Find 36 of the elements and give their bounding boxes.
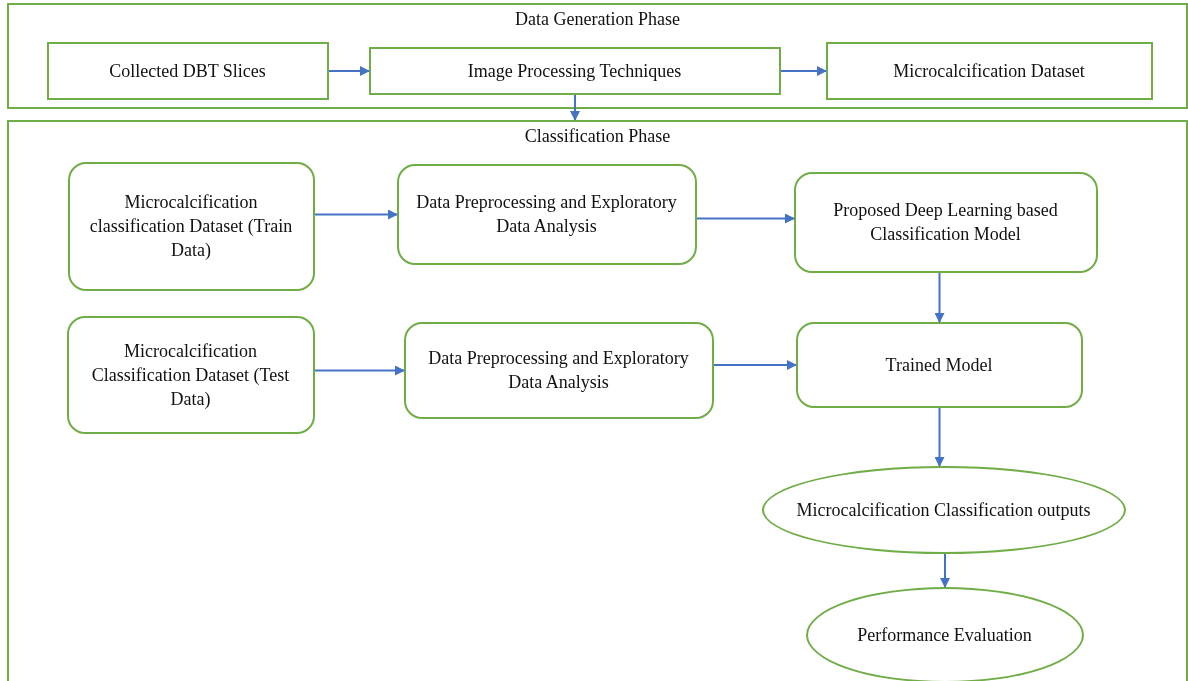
arrow bbox=[934, 407, 945, 467]
phase-title: Classification Phase bbox=[523, 125, 672, 148]
output-ellipse bbox=[805, 586, 1084, 681]
box-label: Trained Model bbox=[884, 353, 994, 377]
arrow bbox=[934, 272, 945, 323]
arrow bbox=[314, 209, 398, 220]
arrow bbox=[570, 94, 580, 121]
box-label: Microcalcification Dataset bbox=[892, 59, 1086, 83]
phase-title: Data Generation Phase bbox=[514, 8, 681, 31]
process-box bbox=[396, 163, 697, 265]
process-box bbox=[368, 46, 781, 95]
arrow bbox=[713, 360, 797, 370]
box-label: Data Preprocessing and Exploratory Data Analysis bbox=[415, 191, 678, 238]
box-label: Image Processing Techniques bbox=[466, 59, 683, 83]
arrow bbox=[314, 365, 405, 376]
box-label: Performance Evaluation bbox=[856, 623, 1033, 647]
box-label: Microcalcification Classification Dataset (Test Data) bbox=[90, 339, 291, 411]
output-ellipse bbox=[761, 465, 1126, 554]
arrow bbox=[780, 66, 827, 76]
process-box bbox=[795, 321, 1083, 408]
box-label: Collected DBT Slices bbox=[108, 59, 267, 83]
box-label: Microcalcification classification Dataset (Train Data) bbox=[88, 191, 294, 262]
process-box bbox=[67, 161, 315, 291]
phase-container bbox=[7, 120, 1188, 681]
box-label: Microcalcification Classification outputs bbox=[795, 498, 1092, 522]
box-label: Proposed Deep Learning based Classification Model bbox=[832, 199, 1059, 246]
process-box bbox=[793, 171, 1098, 273]
process-box bbox=[403, 321, 714, 419]
box-label: Data Preprocessing and Exploratory Data Analysis bbox=[427, 347, 690, 394]
process-box bbox=[46, 41, 329, 100]
process-box bbox=[825, 41, 1153, 100]
arrow bbox=[328, 66, 370, 76]
phase-container bbox=[7, 3, 1188, 109]
process-box bbox=[66, 315, 315, 434]
arrow bbox=[696, 213, 795, 224]
arrow bbox=[940, 553, 950, 588]
